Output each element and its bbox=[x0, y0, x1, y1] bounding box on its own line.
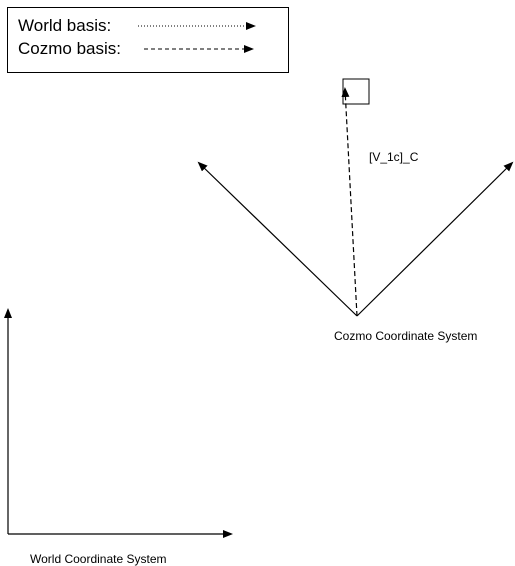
vector-v1c-label: [V_1c]_C bbox=[369, 150, 419, 164]
vector-target-square bbox=[342, 78, 370, 105]
world-coordinate-system-label: World Coordinate System bbox=[30, 552, 167, 566]
legend-box bbox=[7, 7, 289, 73]
legend-world-basis-label: World basis: bbox=[18, 16, 112, 35]
cozmo-axis-left-arrow bbox=[197, 161, 358, 317]
cozmo-coordinate-system-label: Cozmo Coordinate System bbox=[334, 329, 478, 343]
cozmo-axis-right-arrow bbox=[356, 161, 514, 317]
legend-cozmo-basis-label: Cozmo basis: bbox=[18, 39, 121, 58]
vector-v1c-dashed-arrow bbox=[341, 87, 358, 317]
